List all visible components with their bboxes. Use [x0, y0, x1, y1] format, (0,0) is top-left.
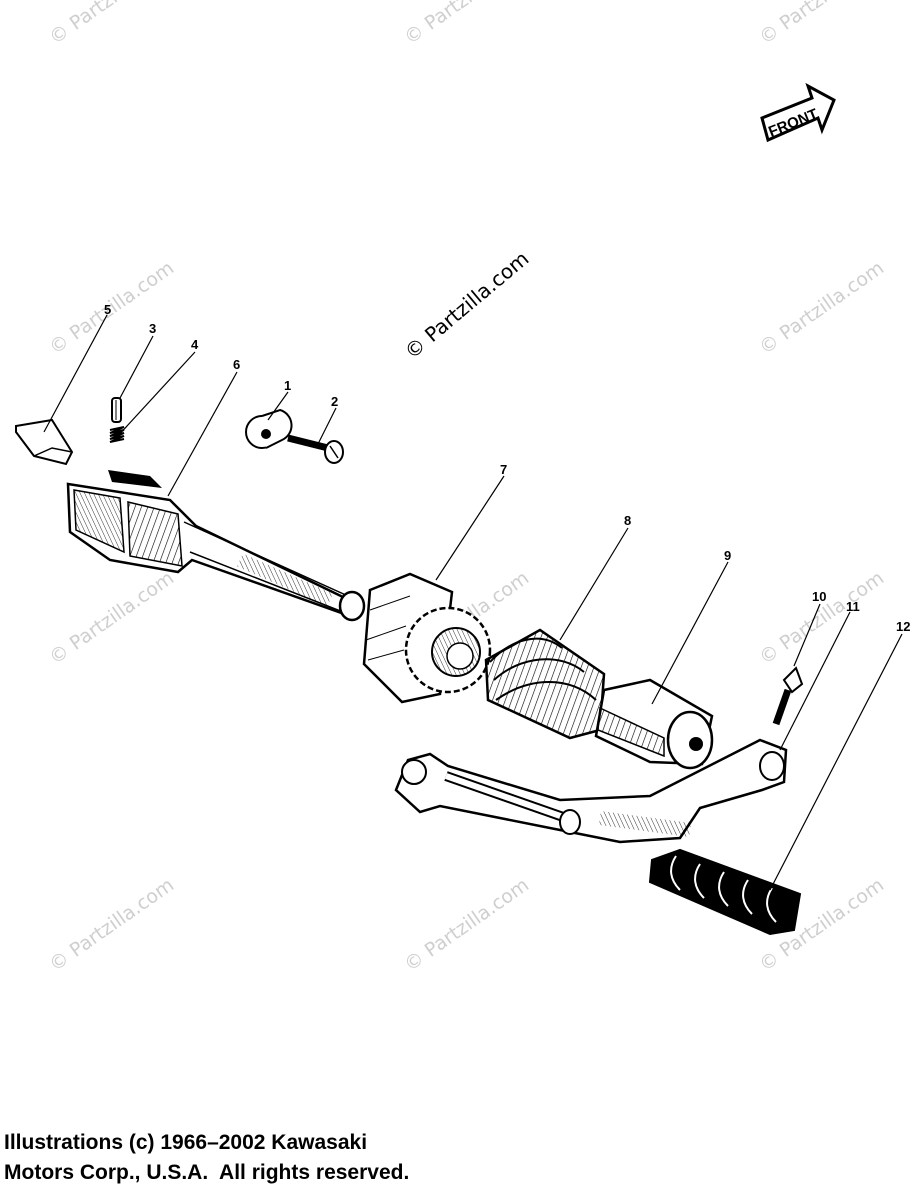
part-1-collar	[245, 408, 293, 449]
part-5-plate	[15, 418, 74, 466]
part-3-pin	[111, 397, 122, 423]
callout-5: 5	[104, 302, 111, 317]
leader-lines	[43, 314, 903, 891]
callout-11: 11	[846, 599, 860, 614]
part-7-gear	[362, 572, 492, 704]
watermark-tiles: © Partzilla.com © Partzilla.com © Partzi…	[45, 0, 888, 976]
watermark-tile: © Partzilla.com	[400, 0, 533, 49]
callout-9: 9	[724, 548, 731, 563]
part-8-spring	[484, 628, 606, 740]
part-9-sleeve	[594, 678, 714, 770]
part-10-bolt	[772, 666, 804, 726]
copyright-notice: Illustrations (c) 1966–2002 Kawasaki Mot…	[4, 1128, 409, 1188]
part-4-spring	[109, 426, 125, 443]
part-12-grip	[648, 848, 802, 936]
callout-4: 4	[191, 337, 199, 352]
watermark-tile: © Partzilla.com	[45, 567, 178, 669]
watermark-tile: © Partzilla.com	[45, 874, 178, 976]
callout-8: 8	[624, 513, 631, 528]
front-arrow-icon: FRONT	[760, 82, 836, 143]
watermark-tile: © Partzilla.com	[755, 567, 888, 669]
callout-3: 3	[149, 321, 156, 336]
watermark-tile: © Partzilla.com	[755, 257, 888, 359]
part-2-screw	[287, 434, 344, 464]
watermark-tile: © Partzilla.com	[400, 874, 533, 976]
callout-10: 10	[812, 589, 826, 604]
callout-2: 2	[331, 394, 338, 409]
callout-7: 7	[500, 462, 507, 477]
callout-1: 1	[284, 378, 291, 393]
watermark-tile: © Partzilla.com	[755, 0, 888, 49]
copyright-line-1: Illustrations (c) 1966–2002 Kawasaki	[4, 1131, 368, 1154]
watermark-tile: © Partzilla.com	[45, 257, 178, 359]
watermark-tile: © Partzilla.com	[45, 0, 178, 49]
part-11-lever	[394, 738, 788, 844]
callout-12: 12	[896, 619, 910, 634]
callout-labels: 1 2 3 4 5 6 7 8 9 10 11 12	[104, 302, 910, 634]
callout-6: 6	[233, 357, 240, 372]
part-6-shaft	[66, 470, 366, 622]
copyright-line-2: Motors Corp., U.S.A. All rights reserved…	[4, 1161, 410, 1184]
main-watermark: © Partzilla.com	[400, 246, 534, 364]
